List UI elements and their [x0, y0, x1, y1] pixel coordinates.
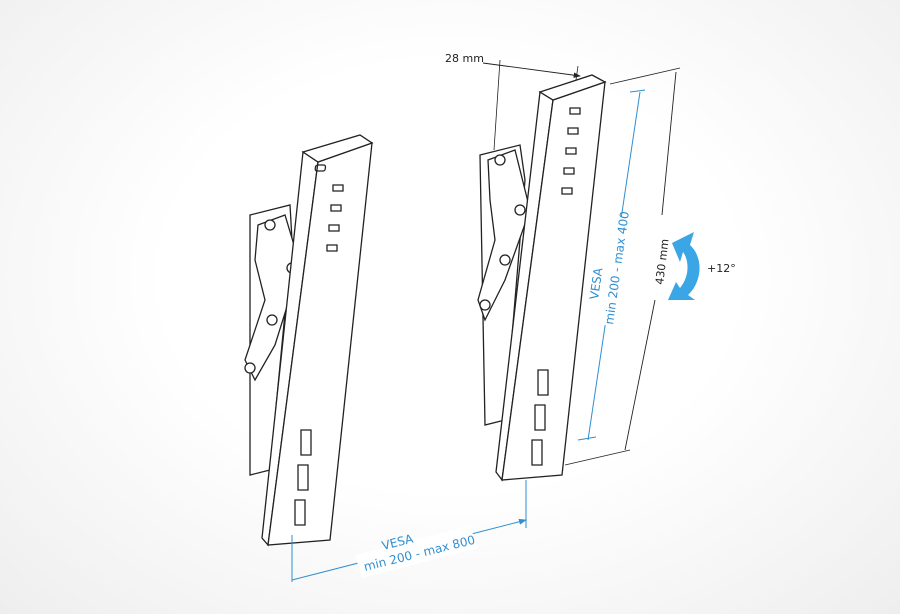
depth-label: 28 mm: [445, 52, 484, 65]
left-bracket: [244, 134, 374, 547]
vesa-vertical-title: VESA: [587, 266, 605, 300]
tilt-label: +12°: [707, 262, 736, 275]
right-bracket: [477, 74, 607, 482]
tilt-indicator: +12°: [668, 232, 736, 300]
curved-arrow-icon: [668, 232, 700, 300]
depth-dimension: 28 mm: [445, 52, 581, 151]
height-dimension: 430 mm: [564, 67, 681, 466]
height-label: 430 mm: [653, 238, 672, 285]
